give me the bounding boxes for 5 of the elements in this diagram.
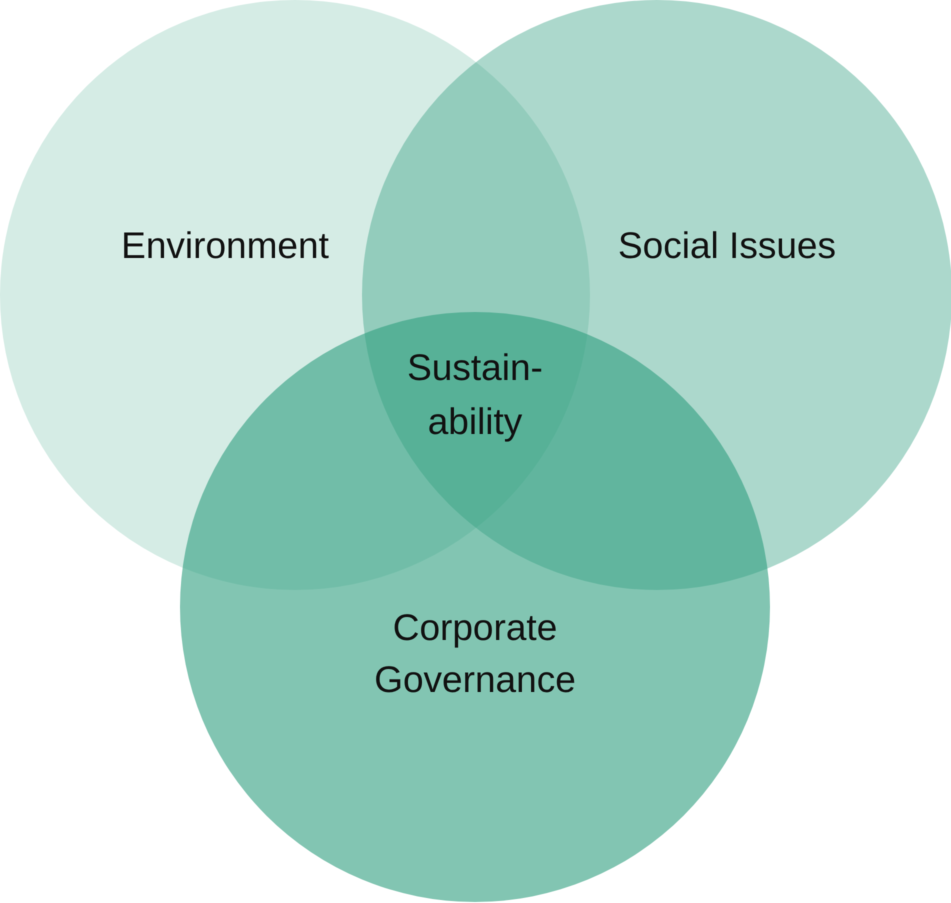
circle-label: Social Issues (618, 224, 836, 268)
intersection-label: Sustain- ability (406, 346, 544, 444)
circle-label: Environment (121, 224, 329, 268)
circle-label: Corporate Governance (373, 606, 577, 702)
venn-circle (180, 312, 770, 902)
